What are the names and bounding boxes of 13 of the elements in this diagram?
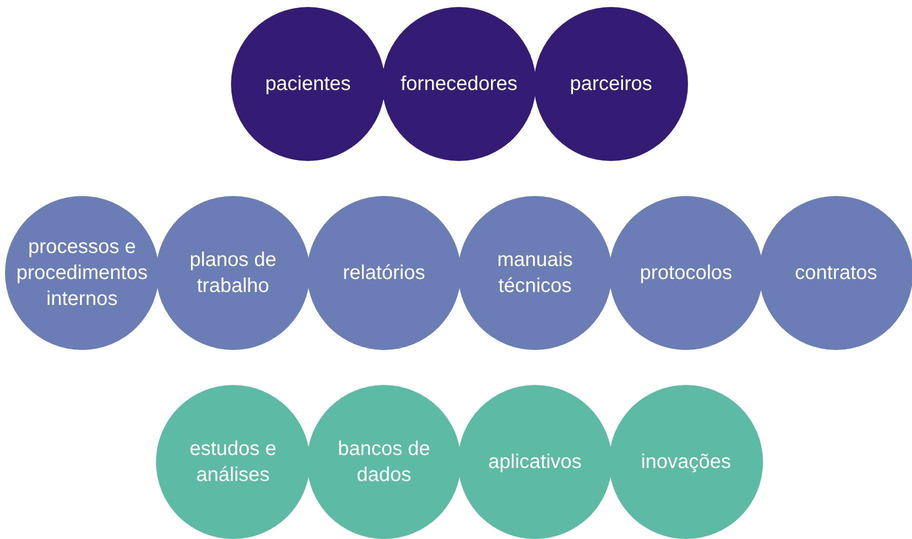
node-label: parceiros bbox=[570, 72, 652, 97]
node-label: bancos de dados bbox=[336, 437, 432, 488]
node-label: pacientes bbox=[265, 72, 351, 97]
node-label: aplicativos bbox=[488, 450, 582, 475]
node-label: contratos bbox=[794, 261, 878, 286]
node-label: estudos e análises bbox=[188, 437, 278, 488]
node-label: manuais técnicos bbox=[496, 248, 574, 299]
node-label: relatórios bbox=[342, 261, 426, 286]
node-label: planos de trabalho bbox=[188, 248, 278, 299]
node-label: fornecedores bbox=[400, 72, 518, 97]
node-label: inovações bbox=[640, 450, 732, 475]
node-label: processos e procedimentos internos bbox=[15, 235, 149, 312]
node-label: protocolos bbox=[640, 261, 732, 286]
